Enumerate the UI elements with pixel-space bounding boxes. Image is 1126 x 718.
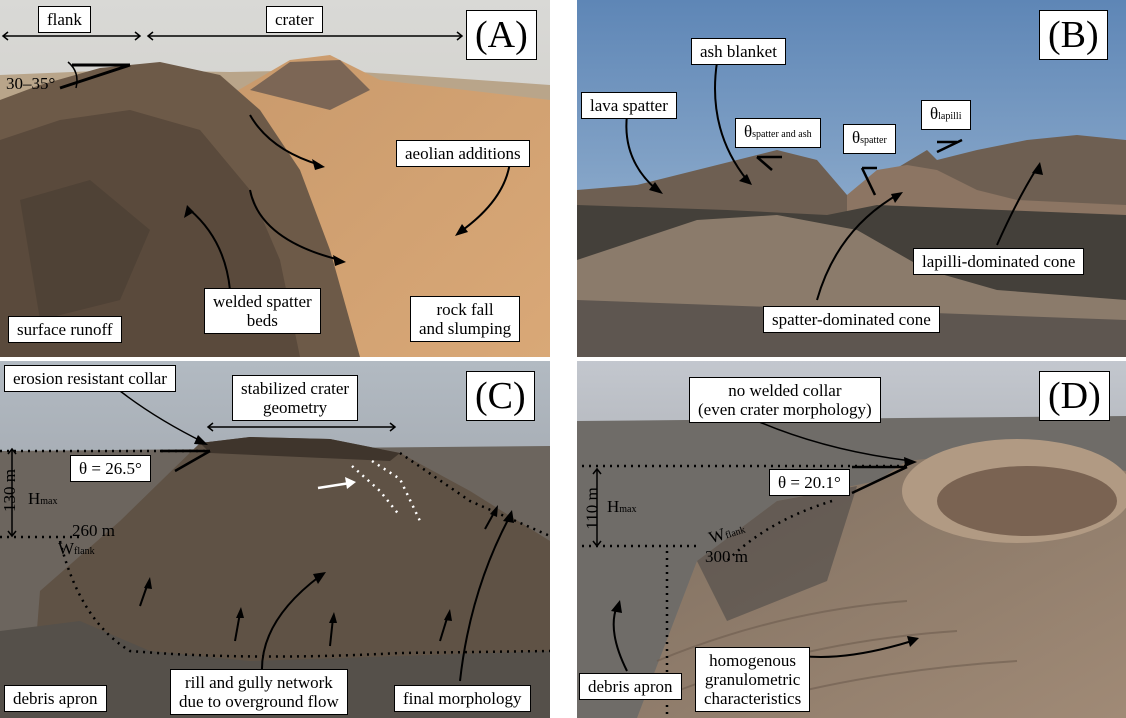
rockfall-line-1: rock fall [436,300,494,319]
rill-line-2: due to overground flow [179,692,339,711]
label-lapilli-cone: lapilli-dominated cone [913,248,1085,275]
label-crater: crater [266,6,323,33]
label-homogenous: homogenous granulometric characteristics [695,647,811,712]
panel-c-letter: (C) [466,371,535,421]
label-height-d: 110 m [582,487,602,530]
hmax-symbol: H [28,489,41,508]
label-surface-runoff: surface runoff [8,316,122,343]
hmax-sub: max [40,496,58,507]
collar-line-2: (even crater morphology) [698,400,872,419]
panel-d: (D) no welded collar (even crater morpho… [577,361,1126,718]
rockfall-line-2: and slumping [419,319,512,338]
label-width-d: 300 m [705,547,748,566]
label-flank: flank [38,6,91,33]
label-rill-gully: rill and gully network due to overground… [170,669,348,715]
collar-line-1: no welded collar [728,381,842,400]
stab-line-1: stabilized crater [241,379,350,398]
label-hmax-d: Hmax [607,497,637,519]
homog-line-1: homogenous [709,651,797,670]
stab-line-2: geometry [262,398,328,417]
label-theta-spatter: θspatter [843,124,896,154]
label-final-morphology: final morphology [394,685,531,712]
homog-line-3: characteristics [704,689,802,708]
label-aeolian-additions: aeolian additions [396,140,530,167]
homog-line-2: granulometric [704,670,801,689]
label-debris-apron-d: debris apron [579,673,682,700]
label-lava-spatter: lava spatter [581,92,677,119]
label-wflank-c: Wflank [58,539,95,561]
label-debris-apron-c: debris apron [4,685,107,712]
welded-line-1: welded spatter [213,292,312,311]
theta-sub-spatter-ash: spatter and ash [752,129,812,140]
rill-line-1: rill and gully network [184,673,333,692]
label-stabilized-crater-geometry: stabilized crater geometry [232,375,359,421]
panel-b-letter: (B) [1039,10,1108,60]
wflank-sub: flank [723,524,747,542]
wflank-symbol: W [58,539,75,558]
label-no-welded-collar: no welded collar (even crater morphology… [689,377,881,423]
panel-d-letter: (D) [1039,371,1110,421]
label-spatter-cone: spatter-dominated cone [763,306,940,333]
label-welded-spatter-beds: welded spatter beds [204,288,321,334]
label-theta-lapilli: θlapilli [921,100,971,130]
label-hmax-c: Hmax [28,489,58,511]
theta-symbol: θ [930,104,939,123]
label-ash-blanket: ash blanket [691,38,786,65]
theta-sub-spatter: spatter [860,135,887,146]
panel-a: flank crater (A) 30–35° aeolian addition… [0,0,550,357]
label-angle-a: 30–35° [6,74,56,93]
theta-symbol: θ [852,128,861,147]
panel-b: (B) ash blanket lava spatter θspatter an… [577,0,1126,357]
theta-sub-lapilli: lapilli [938,111,962,122]
label-theta-spatter-ash: θspatter and ash [735,118,821,148]
label-theta-d: θ = 20.1° [769,469,850,496]
theta-symbol: θ [744,122,753,141]
label-rock-fall: rock fall and slumping [410,296,521,342]
hmax-symbol: H [607,497,620,516]
panel-c: (C) erosion resistant collar stabilized … [0,361,550,718]
label-width-c: 260 m [72,521,115,540]
label-height-c: 130 m [0,469,19,512]
wflank-sub: flank [74,546,95,557]
welded-line-2: beds [246,311,278,330]
label-theta-c: θ = 26.5° [70,455,151,482]
panel-a-letter: (A) [466,10,537,60]
hmax-sub: max [619,504,637,515]
label-erosion-resistant-collar: erosion resistant collar [4,365,176,392]
